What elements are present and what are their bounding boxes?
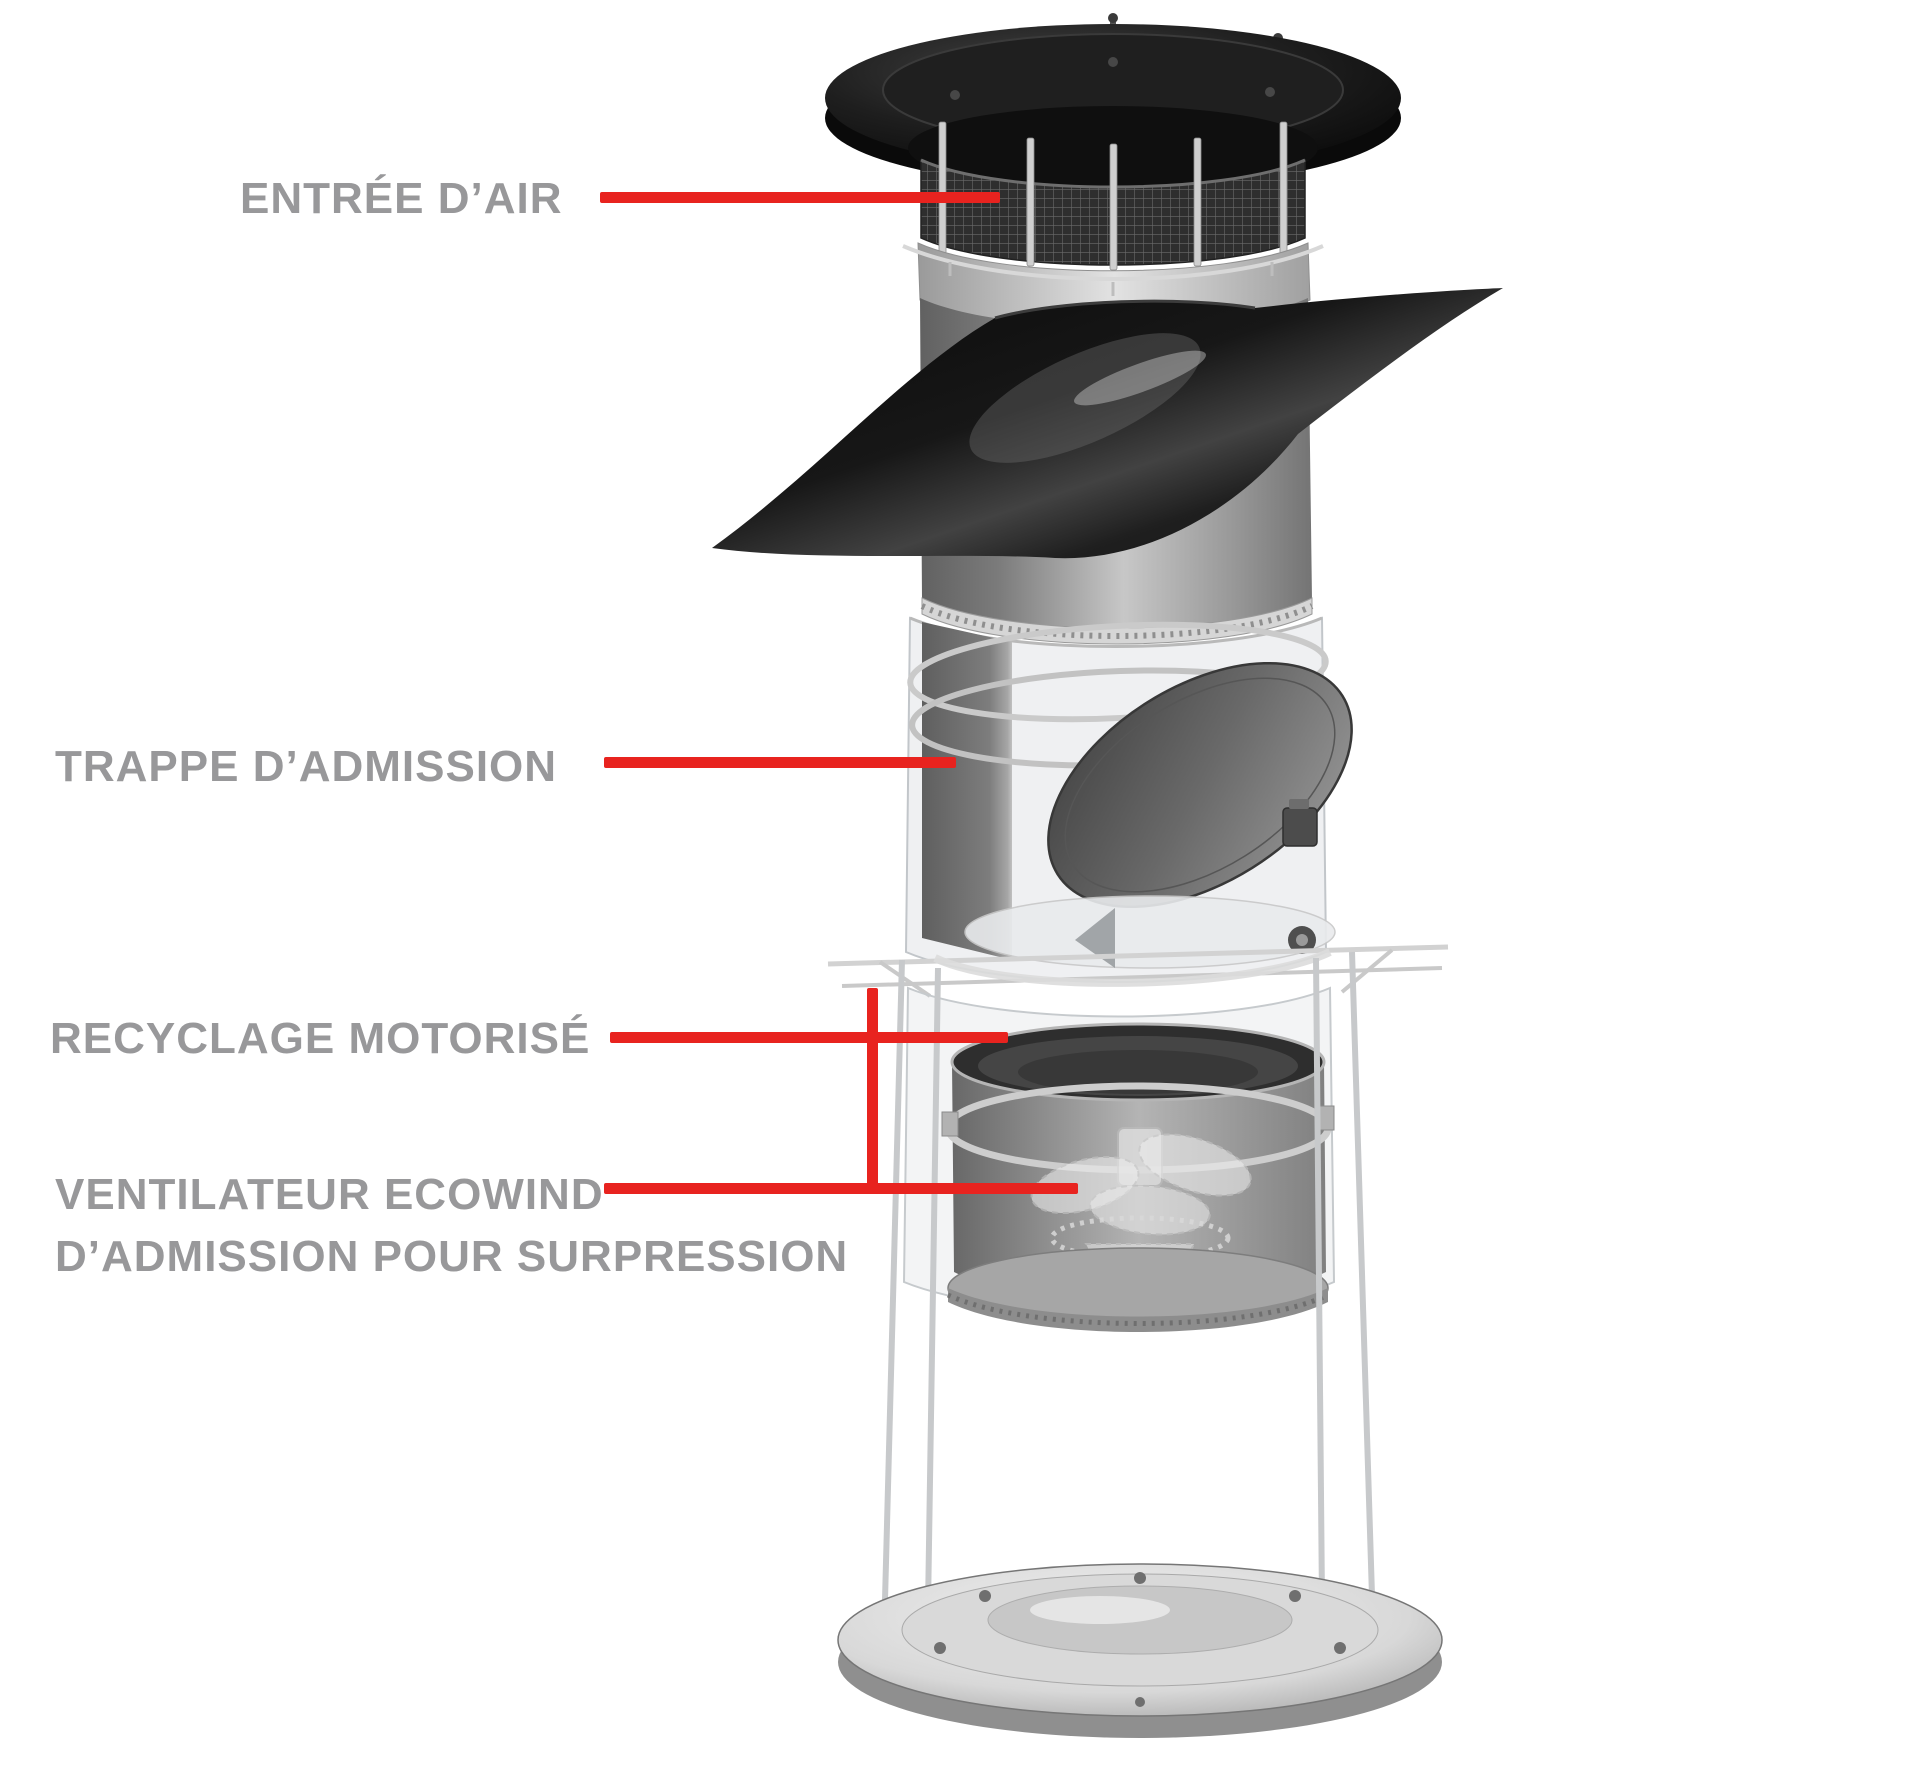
leader-line-fan xyxy=(604,1183,1078,1194)
support-platform xyxy=(827,944,1449,998)
intake-mesh xyxy=(920,121,1306,271)
leader-line-motorized-recycling xyxy=(610,1032,1008,1043)
label-motorized-recycling: RECYCLAGE MOTORISÉ xyxy=(50,1014,591,1063)
leader-line-air-inlet xyxy=(600,192,1000,203)
label-ecowind-fan-line2: D’ADMISSION POUR SURPRESSION xyxy=(55,1232,849,1281)
label-ecowind-fan-line1: VENTILATEUR ECOWIND xyxy=(55,1170,604,1219)
roof-flashing xyxy=(712,288,1503,559)
leader-line-fan-vertical xyxy=(867,988,878,1194)
base-plate xyxy=(837,1563,1443,1738)
label-ecowind-fan: VENTILATEUR ECOWIND D’ADMISSION POUR SUR… xyxy=(55,1164,848,1288)
bowl-flange xyxy=(946,1247,1330,1332)
support-legs xyxy=(882,951,1375,1609)
leader-line-admission-flap xyxy=(604,757,956,768)
rain-cap xyxy=(825,24,1401,190)
admission-flap-disc xyxy=(1047,661,1353,909)
admission-section xyxy=(904,616,1353,983)
label-admission-flap: TRAPPE D’ADMISSION xyxy=(55,742,558,791)
label-air-inlet: ENTRÉE D’AIR xyxy=(240,174,563,223)
